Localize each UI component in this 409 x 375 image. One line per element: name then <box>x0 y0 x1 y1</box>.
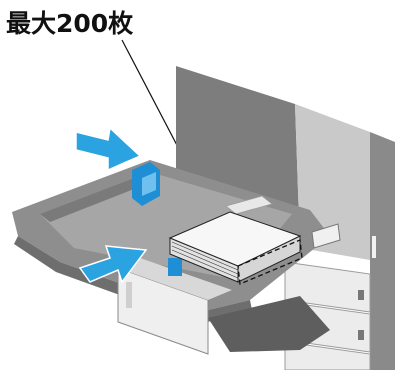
drawer-handle-1 <box>358 290 364 300</box>
tray-base-plate <box>208 296 330 352</box>
side-guide-tab <box>142 172 156 196</box>
arrow-right-icon <box>75 126 142 172</box>
tray-front-top <box>118 258 232 300</box>
frame-edge <box>372 236 376 258</box>
max-capacity-callout: 最大200枚 <box>6 9 134 38</box>
rear-guide <box>168 258 182 276</box>
tray-inner-wall <box>40 172 152 222</box>
max-fill-outline <box>237 239 303 285</box>
arrow-right-icon <box>78 245 148 284</box>
front-panel-slot <box>126 282 132 308</box>
end-stop <box>311 223 341 249</box>
machine-right-frame <box>370 132 395 370</box>
drawer-1 <box>284 261 371 313</box>
tray-front-panel <box>117 267 209 355</box>
drawer-handle-2 <box>358 330 364 340</box>
paper-stack-lines <box>171 241 239 279</box>
paper-stack-top <box>168 211 302 267</box>
paper-guide-rail <box>225 195 273 215</box>
